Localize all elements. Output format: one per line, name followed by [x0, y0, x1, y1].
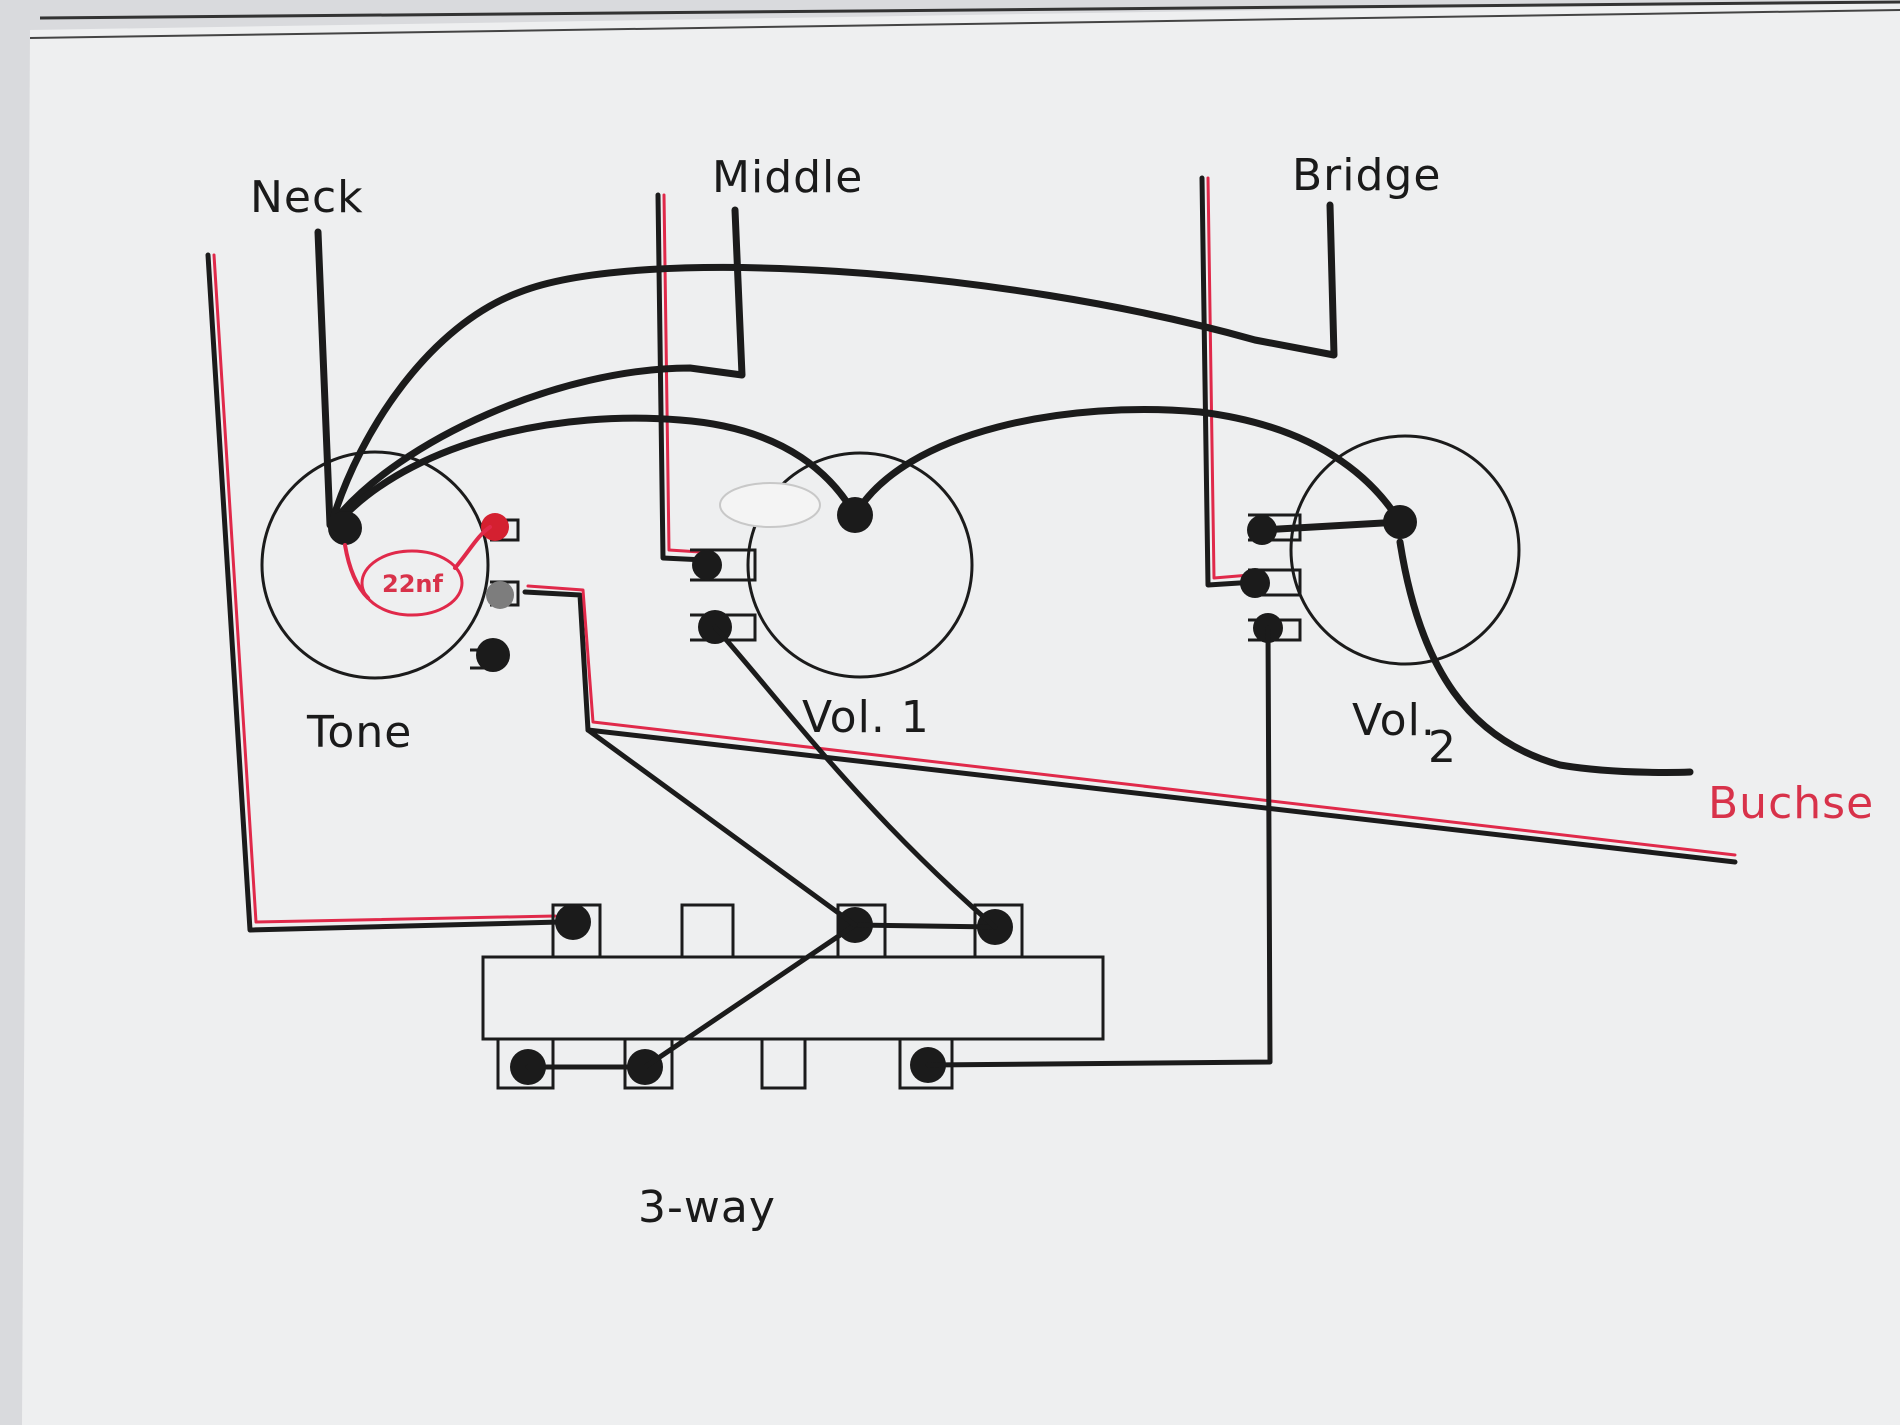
ground-wire-left [205, 252, 563, 933]
output-wire-buchse [522, 584, 1738, 865]
tone-pot[interactable] [260, 450, 490, 680]
capacitor-lead [453, 525, 492, 570]
neck-lead-wire [314, 228, 334, 529]
middle-hot-wire [331, 206, 746, 524]
vol2-lug-top[interactable] [1247, 515, 1277, 545]
vol2-to-buchse-wire [1396, 538, 1694, 776]
capacitor-22nf[interactable] [360, 549, 464, 617]
tone-center-lug[interactable] [328, 511, 362, 545]
tone-label: Tone [306, 707, 412, 758]
vol2-to-switch-wire [925, 625, 1273, 1068]
vol2-wiper-lug[interactable] [1383, 505, 1417, 539]
paper-sheet [22, 0, 1900, 1425]
ruled-line [29, 9, 1900, 39]
vol1-label: Vol. 1 [802, 692, 930, 743]
middle-label: Middle [712, 152, 863, 203]
solder-smudge [719, 482, 821, 528]
vol1-pot[interactable] [746, 451, 974, 679]
switch-diagonal-wire [642, 922, 858, 1070]
vol1-wiper-lug[interactable] [837, 497, 873, 533]
tone-to-switch-wire [585, 727, 858, 928]
bridge-label: Bridge [1292, 150, 1441, 201]
vol2-label: Vol. [1352, 695, 1436, 746]
vol2-lug-middle[interactable] [1240, 568, 1270, 598]
vol1-to-vol2-wire [851, 405, 1404, 526]
ground-wire-middle [655, 192, 708, 563]
three-way-switch-body[interactable] [481, 955, 1105, 1041]
tone-lug-bottom[interactable] [476, 638, 510, 672]
tone-lug-solder[interactable] [486, 581, 514, 609]
ground-wire-bridge [1199, 175, 1258, 588]
switch-lug-top-1[interactable] [555, 904, 591, 940]
vol2-jumper-wire [1258, 518, 1404, 534]
switch-jumper-top [852, 922, 998, 930]
ruled-line [39, 0, 1900, 20]
vol2-pot[interactable] [1289, 434, 1521, 666]
vol1-lug-top[interactable] [692, 550, 722, 580]
tone-to-vol1-wire [341, 414, 859, 519]
buchse-label: Buchse [1708, 778, 1874, 829]
neck-label: Neck [250, 172, 364, 223]
tone-lug-red[interactable] [481, 513, 509, 541]
vol1-to-switch-wire [712, 624, 998, 930]
capacitor-lead [343, 543, 370, 600]
bridge-hot-wire [328, 201, 1338, 526]
vol2-subscript: 2 [1428, 722, 1457, 773]
capacitor-label: 22nf [382, 570, 443, 598]
switch-label: 3-way [638, 1182, 776, 1233]
